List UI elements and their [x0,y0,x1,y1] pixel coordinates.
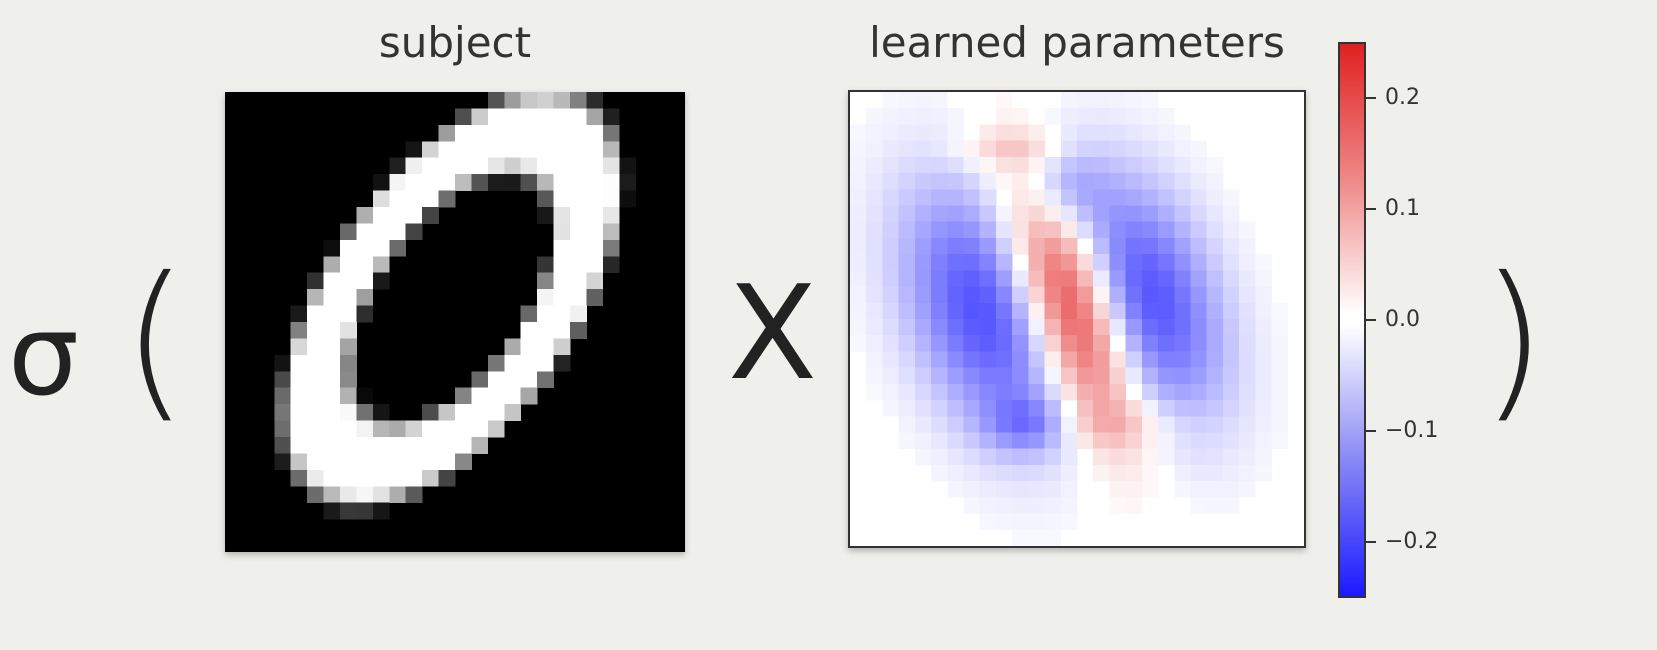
colorbar-tick-label: −0.2 [1385,529,1439,555]
colorbar-tick [1366,541,1376,544]
colorbar-tick-label: 0.2 [1385,84,1420,110]
multiply-symbol: X [728,257,818,409]
colorbar-tick-label: 0.0 [1385,307,1420,332]
subject-label: subject [378,18,532,67]
open-parenthesis: ( [122,241,189,439]
colorbar [1338,42,1366,598]
colorbar-tick [1366,207,1376,210]
weights-pixel-grid [850,92,1289,546]
colorbar-tick [1366,96,1376,99]
subject-digit-image [225,92,685,552]
colorbar-tick-label: −0.1 [1385,418,1439,444]
colorbar-tick [1366,430,1376,433]
colorbar-tick-label: 0.1 [1385,195,1420,221]
colorbar-tick [1366,319,1376,321]
sigma-symbol: σ [8,291,79,421]
learned-parameters-label: learned parameters [869,18,1285,67]
learned-parameters-heatmap [848,90,1306,548]
close-parenthesis: ) [1480,241,1547,439]
digit-pixel-grid [274,92,637,520]
